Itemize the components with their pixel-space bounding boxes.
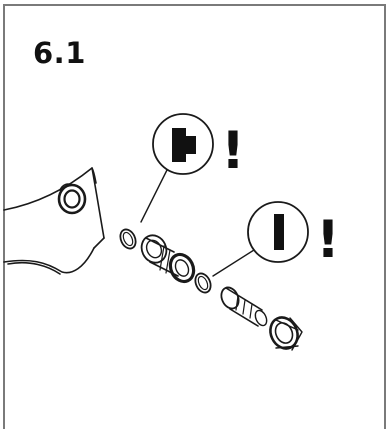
warning-mark-1: ! [221, 121, 245, 181]
union-nut [265, 313, 302, 353]
threaded-connector [137, 231, 198, 285]
o-ring-seal [117, 227, 138, 251]
flat-seal-icon [274, 214, 284, 250]
warning-mark-2: ! [316, 210, 340, 270]
flat-seal-ring [192, 271, 213, 295]
exclamation-1: ! [221, 121, 245, 181]
hose-tail [218, 285, 269, 328]
t-shaped-seal-icon [172, 128, 196, 162]
callout-flat-seal [213, 202, 308, 276]
appliance-housing [4, 168, 104, 274]
exclamation-2: ! [316, 210, 340, 270]
